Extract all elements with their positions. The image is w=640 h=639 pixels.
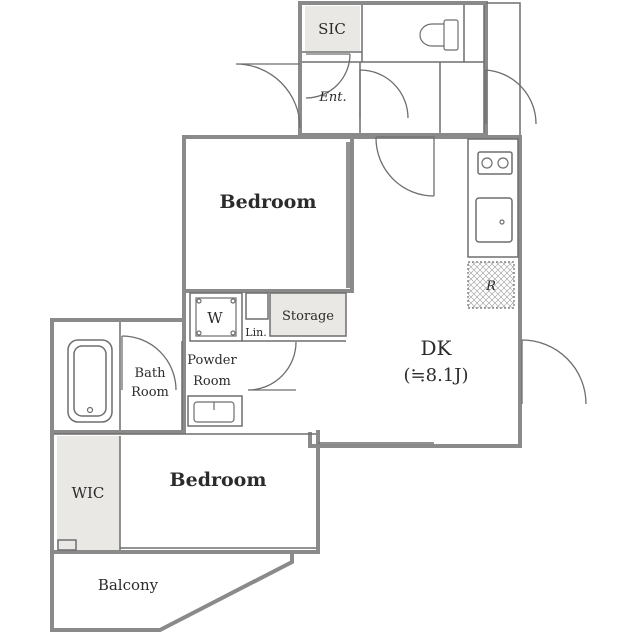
room-labels: SIC Ent. Bedroom W Lin. Storage Bath Roo… — [72, 20, 497, 594]
label-refrigerator: R — [485, 279, 496, 294]
sic-door — [305, 53, 351, 99]
refrigerator-icon — [467, 261, 515, 309]
hall-door — [359, 69, 409, 119]
entrance-door — [235, 63, 301, 129]
label-bedroom-top: Bedroom — [220, 191, 317, 213]
label-powder-1: Powder — [187, 353, 237, 368]
label-washer: W — [207, 309, 223, 327]
fixtures — [86, 19, 515, 423]
washbasin-icon — [193, 401, 235, 423]
washer-icon — [195, 297, 237, 337]
bath-block-wall — [50, 291, 186, 434]
label-bath-2: Room — [131, 385, 169, 400]
label-wic: WIC — [72, 484, 105, 502]
powder-door — [247, 341, 297, 391]
dk-door — [375, 136, 435, 197]
cooktop-icon — [481, 157, 509, 169]
label-sic: SIC — [318, 20, 346, 38]
bath-drain-icon — [86, 406, 94, 414]
storage-floor — [270, 293, 346, 336]
door-swings — [121, 53, 587, 405]
label-storage: Storage — [282, 309, 334, 324]
label-linen: Lin. — [245, 326, 266, 339]
dk-side-door — [521, 339, 587, 405]
label-balcony: Balcony — [98, 576, 159, 594]
shaded-areas — [57, 6, 360, 550]
sink-drain-icon — [499, 219, 505, 225]
label-dk-size: (≒8.1J) — [404, 365, 469, 386]
label-dk: DK — [421, 336, 453, 360]
bath-door — [121, 335, 177, 391]
bedroom-top-wall — [182, 135, 354, 293]
walls — [50, 1, 522, 632]
label-bath-1: Bath — [135, 366, 167, 381]
label-powder-2: Room — [193, 374, 231, 389]
balcony-wall — [50, 552, 294, 632]
side-door — [485, 69, 537, 125]
wic-floor — [57, 436, 120, 550]
label-bedroom-bottom: Bedroom — [170, 469, 267, 491]
interior-lines — [54, 2, 521, 551]
sic-floor — [305, 6, 360, 51]
toilet-icon — [419, 19, 459, 51]
label-entrance: Ent. — [318, 90, 346, 105]
bottom-wall — [50, 430, 320, 554]
